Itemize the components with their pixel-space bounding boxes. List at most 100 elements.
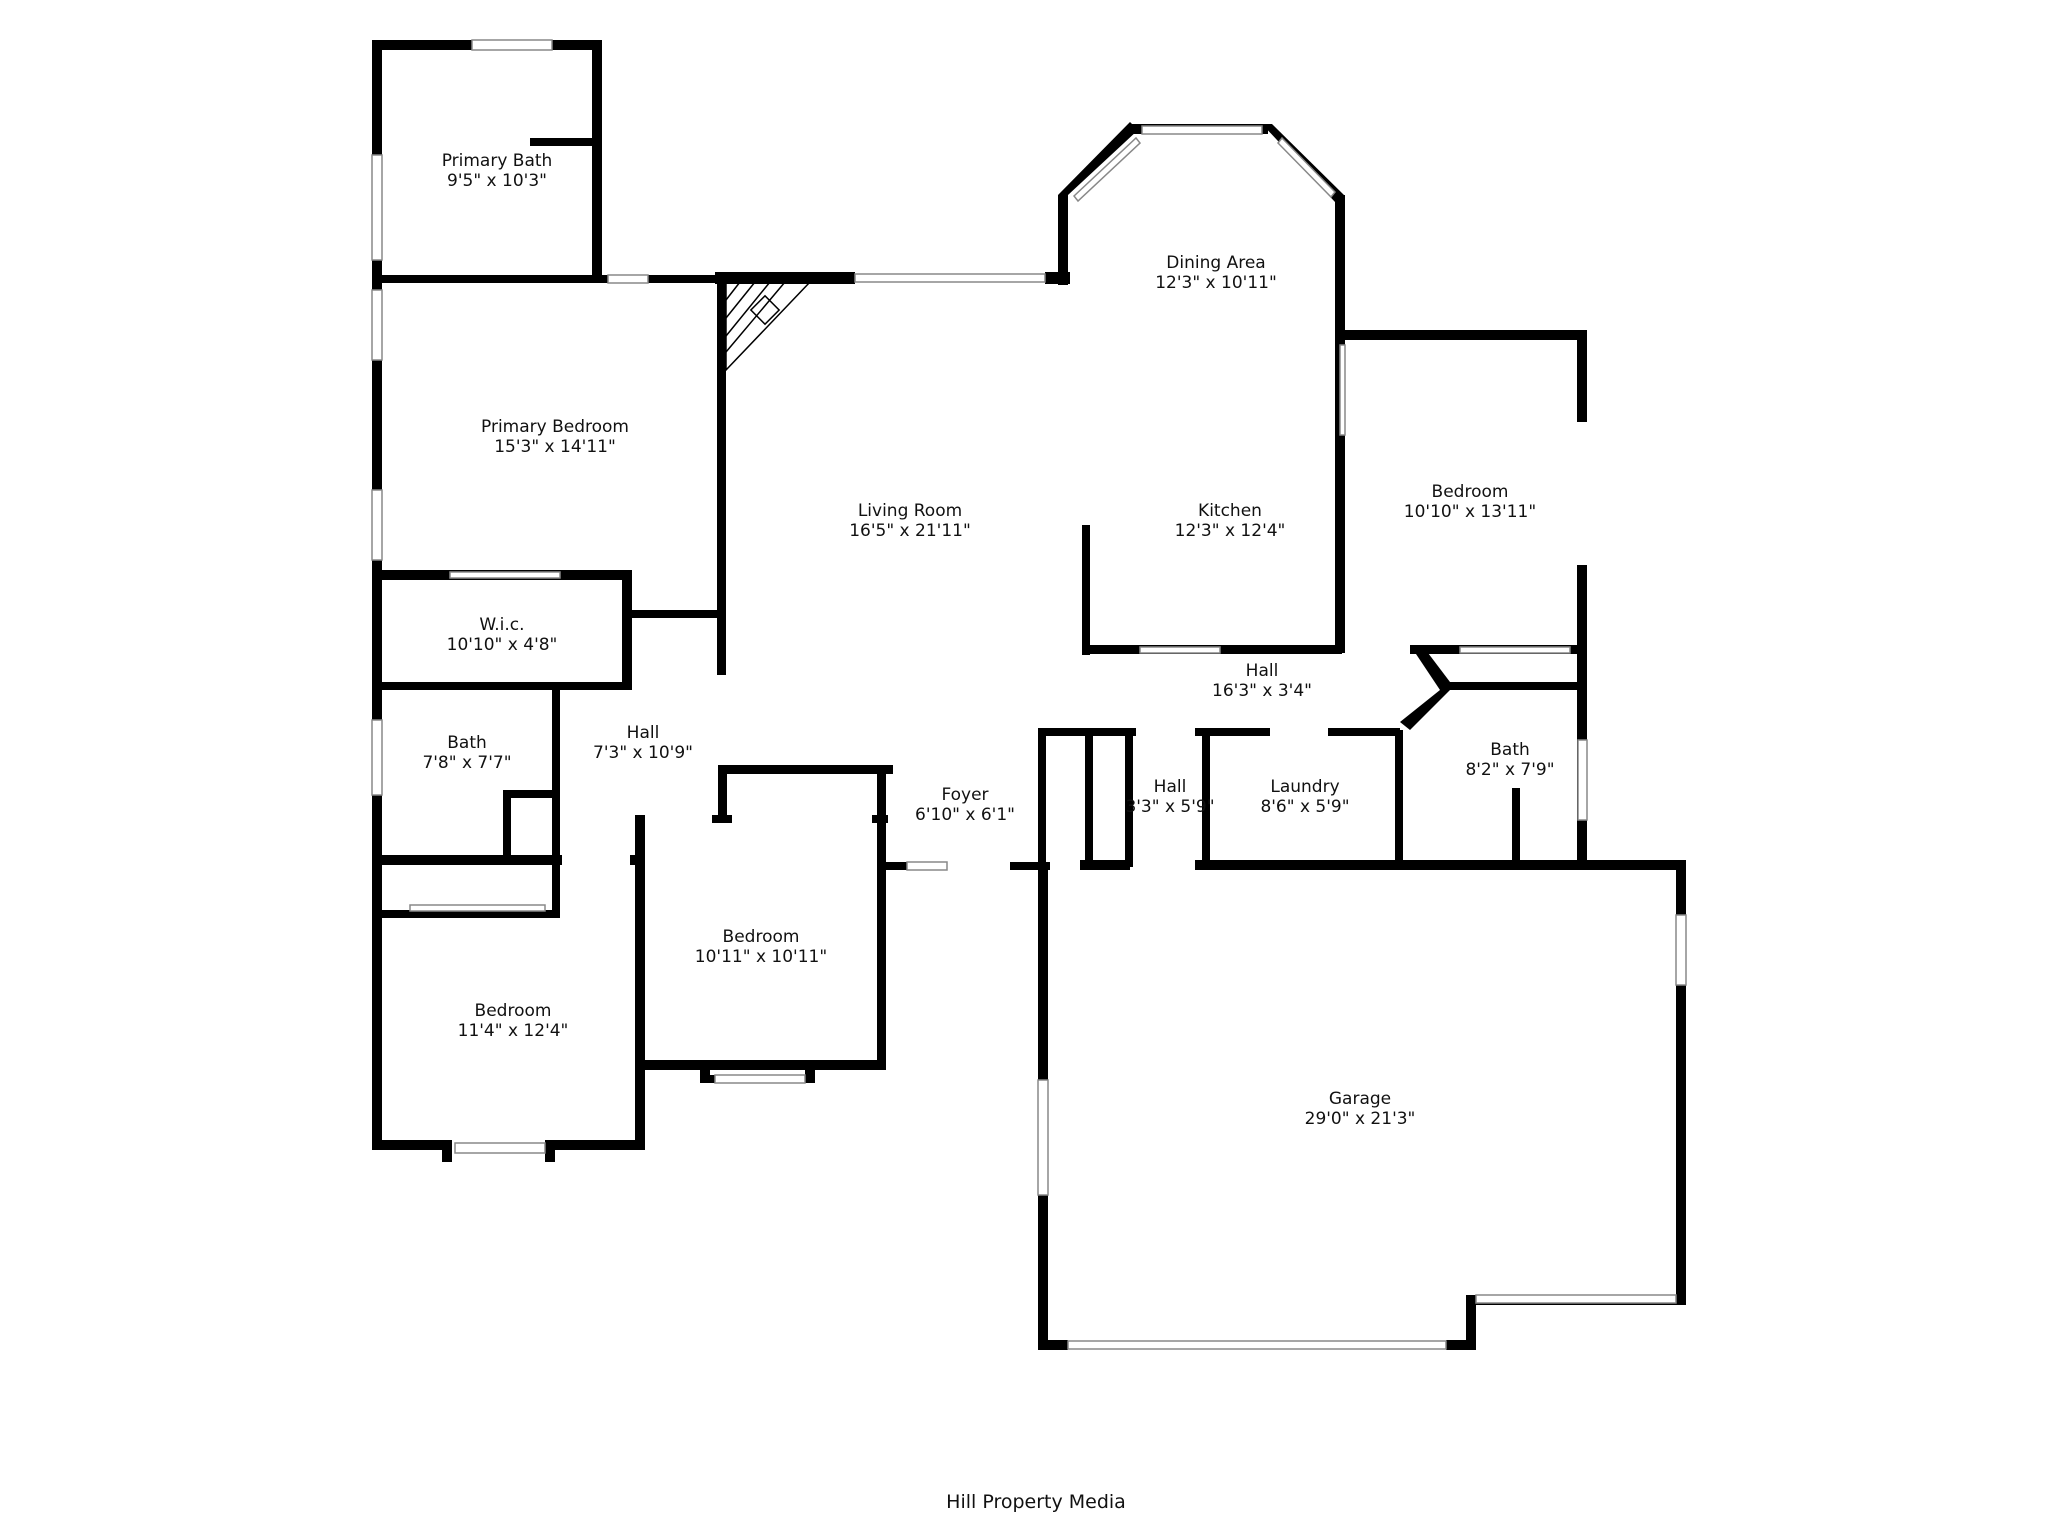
wall <box>1202 728 1210 868</box>
wall <box>1038 728 1046 868</box>
room-dims-wic: 10'10" x 4'8" <box>447 635 558 655</box>
room-name-wic: W.i.c. <box>479 615 524 635</box>
wall <box>805 1060 815 1082</box>
room-name-hall-center: Hall <box>1246 661 1279 681</box>
room-dims-bedroom-mid: 10'11" x 10'11" <box>695 947 827 967</box>
room-name-laundry: Laundry <box>1270 777 1339 797</box>
wall <box>1085 732 1093 867</box>
window <box>607 274 649 284</box>
window <box>1339 344 1346 436</box>
window <box>471 39 553 51</box>
fireplace-outline <box>725 281 812 372</box>
room-dims-dining-area: 12'3" x 10'11" <box>1155 273 1277 293</box>
window <box>1139 646 1221 654</box>
room-name-primary-bath: Primary Bath <box>442 151 553 171</box>
window <box>454 1142 546 1154</box>
room-name-dining-area: Dining Area <box>1166 253 1265 273</box>
hatch-box <box>749 294 781 326</box>
wall <box>552 860 560 915</box>
wall <box>1335 328 1345 653</box>
window <box>449 571 561 579</box>
window <box>371 289 383 361</box>
wall <box>630 855 642 865</box>
window <box>371 489 383 561</box>
wall <box>877 765 886 1070</box>
wall <box>640 1060 885 1070</box>
room-name-foyer: Foyer <box>941 785 988 805</box>
hatch-line <box>725 281 741 301</box>
wall <box>442 1140 452 1162</box>
window <box>1675 914 1687 986</box>
window <box>1067 1340 1447 1350</box>
window <box>906 861 948 871</box>
room-name-bath-left: Bath <box>447 733 487 753</box>
wall <box>1577 565 1587 865</box>
window <box>1276 136 1337 199</box>
wall <box>877 862 907 870</box>
wall <box>1512 788 1520 863</box>
window <box>371 154 383 261</box>
wall <box>372 280 382 1150</box>
wall <box>1328 728 1400 736</box>
wall <box>1466 1295 1476 1350</box>
window <box>1459 646 1571 654</box>
wall <box>1440 682 1585 690</box>
wall <box>372 1140 452 1150</box>
wall <box>718 765 727 820</box>
room-dims-foyer: 6'10" x 6'1" <box>915 805 1015 825</box>
wall <box>1058 195 1068 285</box>
wall <box>1080 860 1130 870</box>
room-dims-hall-left: 7'3" x 10'9" <box>593 743 693 763</box>
wall <box>635 815 645 827</box>
room-dims-hall-small: 3'3" x 5'9" <box>1125 797 1214 817</box>
wall <box>372 855 562 865</box>
window <box>714 1074 806 1084</box>
wall <box>717 280 726 615</box>
wall <box>1082 525 1090 655</box>
wall <box>635 815 645 1150</box>
window <box>1475 1294 1677 1304</box>
room-dims-primary-bath: 9'5" x 10'3" <box>447 171 547 191</box>
wall <box>1125 732 1133 867</box>
room-dims-bath-right: 8'2" x 7'9" <box>1465 760 1554 780</box>
wall <box>622 570 632 690</box>
hatch-line <box>725 281 756 319</box>
room-dims-living-room: 16'5" x 21'11" <box>849 521 971 541</box>
wall <box>1058 122 1138 195</box>
wall <box>630 610 725 618</box>
wall <box>372 682 632 690</box>
room-dims-hall-center: 16'3" x 3'4" <box>1212 681 1312 701</box>
credit-text: Hill Property Media <box>946 1491 1126 1513</box>
room-labels: Primary Bath 9'5" x 10'3" Primary Bedroo… <box>422 151 1554 1129</box>
room-name-living-room: Living Room <box>858 501 962 521</box>
wall <box>712 815 732 823</box>
walls <box>372 40 1686 1350</box>
room-name-bedroom-mid: Bedroom <box>723 927 800 947</box>
windows <box>371 39 1687 1350</box>
wall <box>372 275 602 283</box>
window <box>854 273 1046 283</box>
room-name-bath-right: Bath <box>1490 740 1530 760</box>
wall <box>592 40 602 280</box>
room-dims-bath-left: 7'8" x 7'7" <box>422 753 511 773</box>
window <box>1037 1079 1049 1196</box>
room-dims-primary-bedroom: 15'3" x 14'11" <box>494 437 616 457</box>
wall <box>503 790 511 860</box>
room-name-bedroom-sw: Bedroom <box>475 1001 552 1021</box>
room-name-bedroom-east: Bedroom <box>1432 482 1509 502</box>
wall <box>1335 195 1345 330</box>
room-dims-laundry: 8'6" x 5'9" <box>1260 797 1349 817</box>
wall <box>1400 690 1450 730</box>
wall <box>700 1060 710 1082</box>
hatch-line <box>725 281 771 337</box>
wall <box>1410 645 1450 690</box>
wall <box>545 1140 645 1150</box>
wall <box>718 765 893 774</box>
room-name-kitchen: Kitchen <box>1198 501 1262 521</box>
wall <box>592 275 722 283</box>
window <box>409 904 546 912</box>
fireplace <box>725 281 812 372</box>
room-dims-bedroom-east: 10'10" x 13'11" <box>1404 502 1536 522</box>
room-name-primary-bedroom: Primary Bedroom <box>481 417 629 437</box>
